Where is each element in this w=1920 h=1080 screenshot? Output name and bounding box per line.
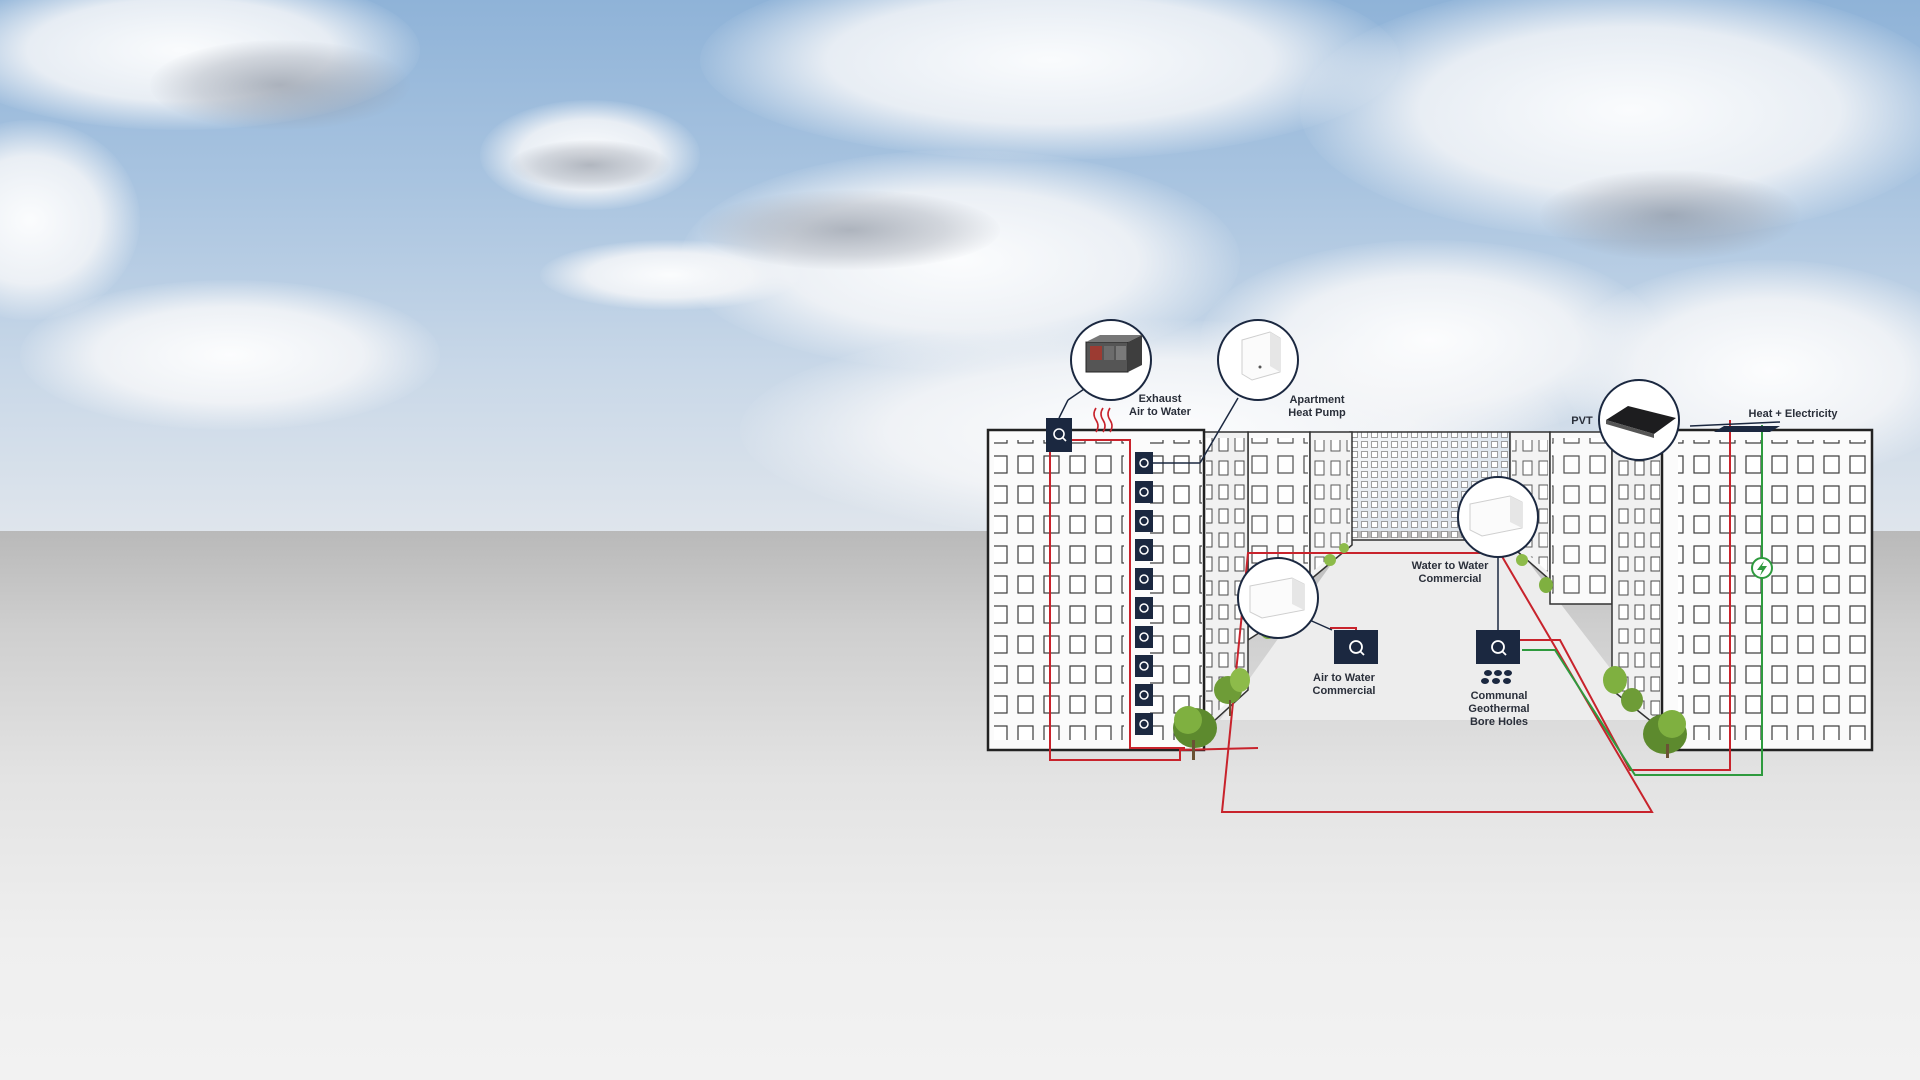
water-to-water-callout <box>1457 476 1539 630</box>
solar-panel-icon <box>1606 406 1676 438</box>
heat-electricity-label: Heat + Electricity <box>1749 408 1839 420</box>
air-to-water-callout <box>1237 557 1333 639</box>
pvt-label: PVT <box>1571 415 1593 427</box>
exhaust-callout <box>1058 319 1152 419</box>
exhaust-label-line1: Exhaust <box>1139 393 1182 405</box>
bore-holes-icon <box>1481 670 1512 684</box>
heat-pump-unit-icon <box>1135 597 1153 619</box>
apartment-heat-pump-icon <box>1241 331 1281 381</box>
tree <box>1173 706 1217 760</box>
heat-pump-unit-icon <box>1135 684 1153 706</box>
trees <box>1173 543 1687 760</box>
air-to-water-unit-icon <box>1085 335 1142 373</box>
air-to-water-unit <box>1334 630 1378 664</box>
ground-plane <box>0 531 1920 1080</box>
communal-label-line2: Geothermal <box>1468 703 1529 715</box>
apartment-label-line1: Apartment <box>1289 394 1344 406</box>
cloud-shadow <box>1540 170 1800 260</box>
heat-pump-unit-icon <box>1135 510 1153 532</box>
heat-waves-icon <box>1093 407 1113 433</box>
sky-background <box>0 0 1920 531</box>
electricity-pipes <box>1522 425 1763 776</box>
geothermal-unit <box>1476 630 1520 664</box>
apartment-label-line2: Heat Pump <box>1288 407 1346 419</box>
heat-pipes <box>1049 420 1731 813</box>
pvt-callout <box>1598 379 1680 461</box>
heat-pump-unit-icon <box>1135 626 1153 648</box>
water-to-water-label-line1: Water to Water <box>1412 560 1490 572</box>
heat-pump-unit-icon <box>1135 568 1153 590</box>
apartment-unit-stack <box>1135 452 1200 735</box>
exhaust-label-line2: Air to Water <box>1129 406 1192 418</box>
cloud <box>20 280 440 430</box>
cloud-shadow <box>150 40 410 130</box>
heat-pump-unit-icon <box>1135 452 1153 474</box>
apartment-heat-pump-callout <box>1199 319 1299 464</box>
communal-label-line1: Communal <box>1471 690 1528 702</box>
cloud-shadow <box>700 190 1000 270</box>
heat-pump-unit-icon <box>1135 655 1153 677</box>
communal-label-line3: Bore Holes <box>1470 716 1528 728</box>
exhaust-unit <box>1046 418 1072 452</box>
air-to-water-label-line2: Commercial <box>1313 685 1376 697</box>
heat-pump-unit-icon <box>1135 539 1153 561</box>
heat-pump-unit-icon <box>1135 713 1153 735</box>
pvt-roof-panel <box>1689 421 1781 432</box>
heat-pump-unit-icon <box>1135 481 1153 503</box>
water-to-water-label-line2: Commercial <box>1419 573 1482 585</box>
tree <box>1214 668 1250 716</box>
lightning-icon <box>1751 557 1773 579</box>
air-to-water-label-line1: Air to Water <box>1313 672 1376 684</box>
left-main-building <box>986 428 1206 752</box>
water-to-water-unit-icon <box>1469 495 1523 537</box>
right-main-building <box>1660 428 1874 752</box>
tree <box>1516 554 1643 712</box>
cloud <box>700 0 1400 160</box>
air-to-water-commercial-icon <box>1249 577 1305 619</box>
cloud-shadow <box>510 140 670 190</box>
tree <box>1643 710 1687 758</box>
